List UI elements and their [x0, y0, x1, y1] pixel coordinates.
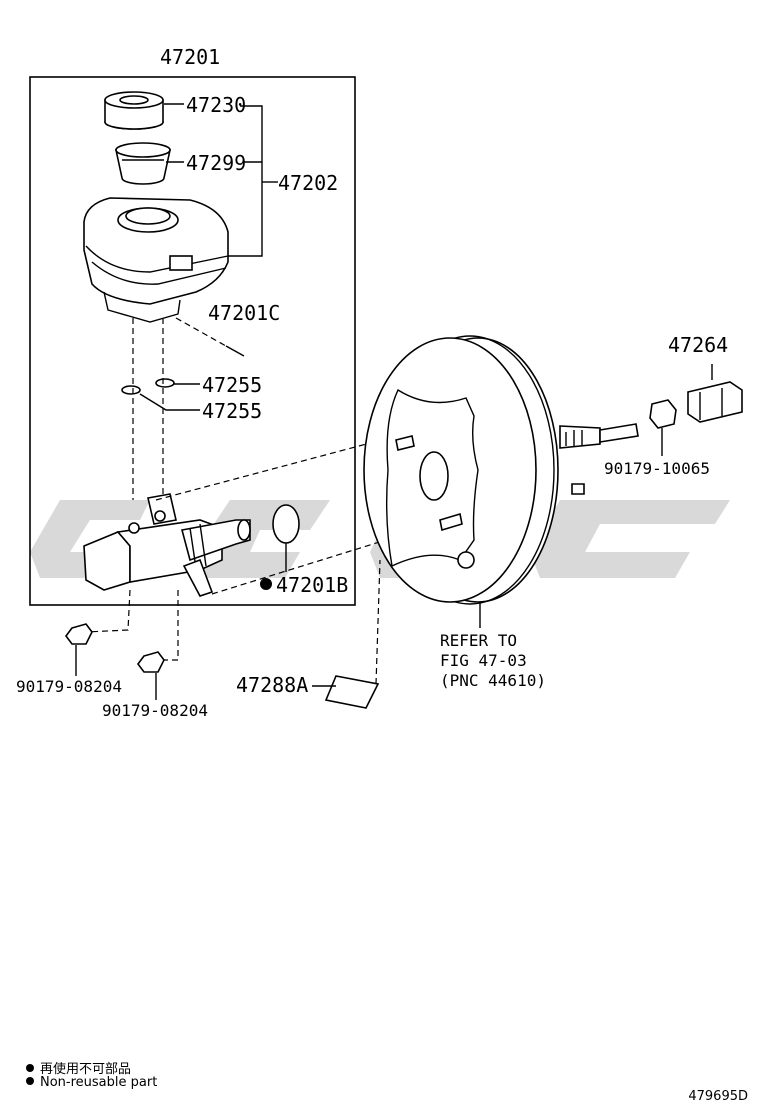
- reservoir-tank: [83, 197, 229, 323]
- refer-line-1: REFER TO: [440, 631, 517, 650]
- illustration-code: 479695D: [688, 1089, 748, 1104]
- label-47201: 47201: [160, 45, 220, 69]
- retaining-pin: [225, 345, 245, 357]
- grommet-upper: [155, 378, 175, 388]
- label-90179-10065: 90179-10065: [604, 459, 710, 478]
- legend-dot-icon: [26, 1077, 34, 1085]
- caution-plate: [324, 675, 380, 709]
- label-47230: 47230: [186, 93, 246, 117]
- label-90179-08204-left: 90179-08204: [16, 677, 122, 696]
- legend-dot-icon: [26, 1064, 34, 1072]
- label-47255-lower: 47255: [202, 399, 262, 423]
- nut-right: [137, 651, 165, 673]
- non-reusable-marker: [260, 578, 272, 590]
- legend-english-text: Non-reusable part: [40, 1075, 158, 1090]
- refer-line-3: (PNC 44610): [440, 671, 546, 690]
- legend-japanese-text: 再使用不可部品: [40, 1062, 132, 1077]
- label-47288a: 47288A: [236, 673, 308, 697]
- grommet-lower: [121, 385, 141, 395]
- brake-booster: [363, 335, 639, 605]
- label-90179-08204-right: 90179-08204: [102, 701, 208, 720]
- master-cylinder: [83, 493, 251, 597]
- label-47299: 47299: [186, 151, 246, 175]
- legend-japanese: 再使用不可部品: [26, 1058, 131, 1077]
- reservoir-cap: [104, 91, 164, 130]
- assembly-box: [29, 76, 356, 606]
- legend-english: Non-reusable part: [26, 1075, 157, 1090]
- reservoir-strainer: [115, 142, 171, 185]
- label-47201c: 47201C: [208, 301, 280, 325]
- label-47202: 47202: [278, 171, 338, 195]
- clevis-nut: [649, 399, 677, 429]
- clevis: [687, 381, 743, 423]
- refer-line-2: FIG 47-03: [440, 651, 527, 670]
- label-47201b: 47201B: [276, 573, 348, 597]
- label-47264: 47264: [668, 333, 728, 357]
- nut-left: [65, 623, 93, 645]
- o-ring: [272, 504, 300, 544]
- label-47255-upper: 47255: [202, 373, 262, 397]
